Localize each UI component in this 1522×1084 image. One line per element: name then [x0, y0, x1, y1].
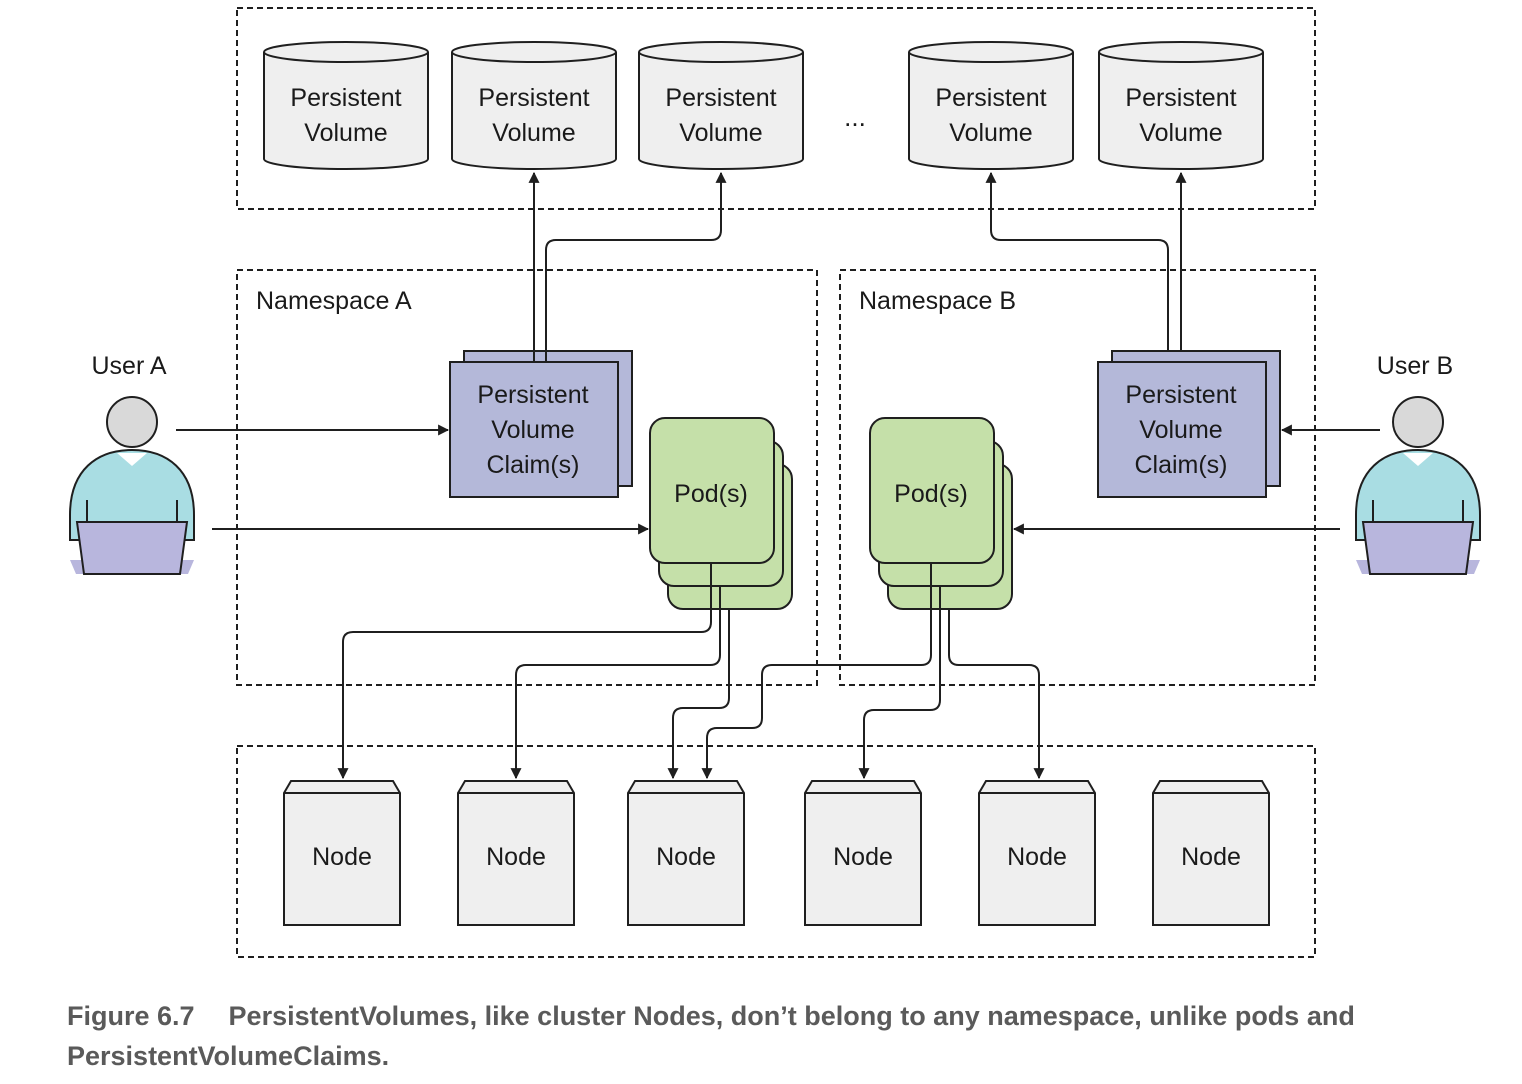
- namespace-a: Namespace A: [236, 269, 818, 686]
- cluster-nodes: Node Node Node Node Node Node: [283, 780, 1270, 926]
- pods: Pod(s) Pod(s): [649, 417, 1013, 610]
- cluster-node: Node: [1152, 780, 1270, 926]
- user-b-label: User B: [1377, 352, 1453, 380]
- user-torso: [1355, 448, 1481, 541]
- user-collar: [117, 453, 147, 466]
- namespace-a-label: Namespace A: [256, 287, 412, 315]
- volume-cylinder-top: [263, 41, 429, 63]
- laptop-screen: [75, 521, 189, 575]
- pvc-label-line1: Persistent: [1125, 381, 1236, 409]
- volume-label-line2: Volume: [492, 119, 575, 147]
- node-label: Node: [656, 843, 716, 871]
- node-label: Node: [833, 843, 893, 871]
- cluster-node: Node: [978, 780, 1096, 926]
- volume-cylinder-top: [638, 41, 804, 63]
- volume-label-line2: Volume: [1139, 119, 1222, 147]
- persistent-volume-diagram: Namespace A Namespace B PersistentVolume…: [69, 7, 1481, 958]
- laptop-screen: [1361, 521, 1475, 575]
- volume-label-line2: Volume: [949, 119, 1032, 147]
- persistent-volume: PersistentVolume: [1098, 41, 1264, 170]
- pvc-label-line3: Claim(s): [1134, 451, 1227, 479]
- node-label: Node: [312, 843, 372, 871]
- cluster-node: Node: [457, 780, 575, 926]
- cluster-node: Node: [627, 780, 745, 926]
- pvc-b-to-volume-4-arrow: [985, 171, 1169, 351]
- volume-cylinder-top: [908, 41, 1074, 63]
- persistent-volume: PersistentVolume: [638, 41, 804, 170]
- namespace-b-label: Namespace B: [859, 287, 1016, 315]
- pvc-label-line3: Claim(s): [486, 451, 579, 479]
- pod-b-to-node-3-arrow: [701, 563, 932, 780]
- persistent-volume: PersistentVolume: [263, 41, 429, 170]
- volume-label-line1: Persistent: [1125, 84, 1236, 112]
- pvc-label-line2: Volume: [1139, 416, 1222, 444]
- node-label: Node: [1181, 843, 1241, 871]
- user-torso: [69, 448, 195, 541]
- user-a-label: User A: [91, 352, 166, 380]
- pvc-card-front: [1097, 361, 1267, 498]
- pod-label: Pod(s): [674, 480, 748, 508]
- pvc-namespace-b: PersistentVolumeClaim(s): [1097, 350, 1281, 498]
- node-label: Node: [486, 843, 546, 871]
- volume-label-line1: Persistent: [935, 84, 1046, 112]
- volume-cylinder-body: [451, 52, 617, 170]
- pod-label: Pod(s): [894, 480, 968, 508]
- figure-caption-text: PersistentVolumes, like cluster Nodes, d…: [67, 1001, 1355, 1071]
- user-b-icon: [1355, 396, 1481, 575]
- volume-cylinder-body: [263, 52, 429, 170]
- user-a-icon: [69, 396, 195, 575]
- pvc-namespace-a: PersistentVolumeClaim(s): [449, 350, 633, 498]
- users: [69, 396, 1481, 575]
- pods-namespace-b: Pod(s): [869, 417, 1013, 610]
- pod-b-to-node-4-arrow: [858, 586, 941, 780]
- pod-a-to-node-1-arrow: [337, 563, 712, 780]
- volumes-ellipsis: ...: [844, 102, 866, 132]
- pvc-label-line2: Volume: [491, 416, 574, 444]
- volume-label-line1: Persistent: [665, 84, 776, 112]
- pod-b-to-node-5-arrow: [948, 609, 1045, 780]
- user-head: [106, 396, 158, 448]
- pod-a-to-node-3-arrow: [667, 609, 730, 780]
- user-head: [1392, 396, 1444, 448]
- persistent-volume-claims: PersistentVolumeClaim(s)PersistentVolume…: [449, 350, 1281, 498]
- user-collar: [1403, 453, 1433, 466]
- volume-cylinder-body: [1098, 52, 1264, 170]
- volume-label-line1: Persistent: [290, 84, 401, 112]
- volume-cylinder-body: [638, 52, 804, 170]
- volume-cylinder-top: [1098, 41, 1264, 63]
- pods-namespace-a: Pod(s): [649, 417, 793, 610]
- namespace-b-box: [839, 269, 1316, 686]
- volume-cylinder-top: [451, 41, 617, 63]
- pvc-label-line1: Persistent: [477, 381, 588, 409]
- pvc-a-to-volume-3-arrow: [545, 171, 727, 362]
- volume-label-line1: Persistent: [478, 84, 589, 112]
- figure-number: Figure 6.7: [67, 1001, 195, 1031]
- namespace-a-box: [236, 269, 818, 686]
- cluster-node: Node: [283, 780, 401, 926]
- volume-cylinder-body: [908, 52, 1074, 170]
- node-label: Node: [1007, 843, 1067, 871]
- namespace-b: Namespace B: [839, 269, 1316, 686]
- volume-label-line2: Volume: [679, 119, 762, 147]
- cluster-nodes-container: [236, 745, 1316, 958]
- pod-a-to-node-2-arrow: [510, 586, 721, 780]
- cluster-node: Node: [804, 780, 922, 926]
- persistent-volume: PersistentVolume: [451, 41, 617, 170]
- connectors: [176, 171, 1380, 780]
- pvc-card-front: [449, 361, 619, 498]
- volume-label-line2: Volume: [304, 119, 387, 147]
- persistent-volume: PersistentVolume: [908, 41, 1074, 170]
- persistent-volumes: PersistentVolumePersistentVolumePersiste…: [263, 41, 1264, 170]
